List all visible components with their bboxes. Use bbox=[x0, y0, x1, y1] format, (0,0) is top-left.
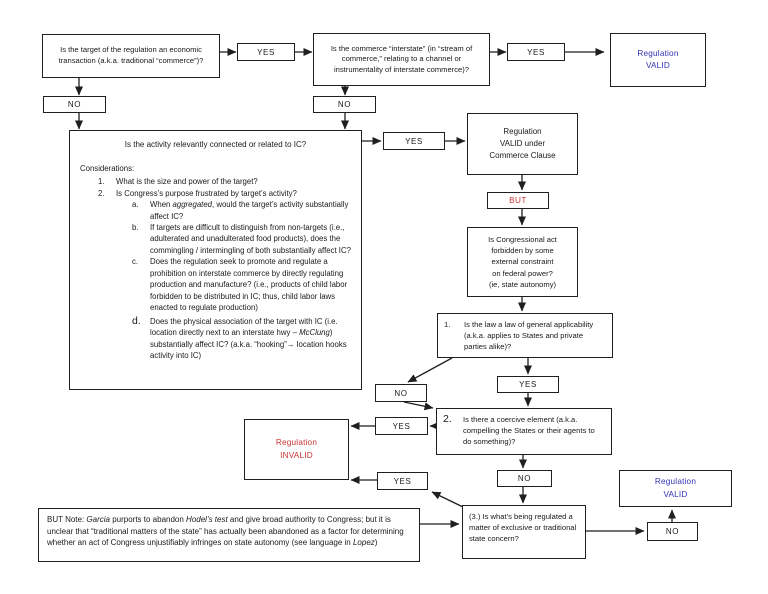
sub-c-marker: c. bbox=[132, 257, 139, 267]
regulation-valid-bottom-line2: VALID bbox=[663, 489, 688, 499]
regulation-valid-bottom-line1: Regulation bbox=[654, 477, 697, 487]
connector-no-general: NO bbox=[375, 384, 427, 402]
consideration-sub-a: a. When aggregated, would the target’s a… bbox=[80, 199, 351, 222]
yes-label: YES bbox=[392, 421, 411, 431]
connector-but: BUT bbox=[487, 192, 549, 209]
arrow-general-to-no bbox=[407, 357, 453, 383]
considerations-label: Considerations: bbox=[80, 163, 135, 173]
note-mid2: and give broad authority to Congress; bu… bbox=[47, 515, 404, 548]
congressional-line5: (ie, state autonomy) bbox=[488, 280, 557, 290]
sub-b-text: If targets are difficult to distinguish … bbox=[150, 223, 351, 255]
connector-yes-activity: YES bbox=[383, 132, 445, 150]
item1-marker: 1. bbox=[98, 177, 105, 187]
connector-no-state: NO bbox=[647, 522, 698, 541]
note-pre: BUT Note: bbox=[47, 515, 87, 524]
valid-cc-line1: Regulation bbox=[503, 127, 542, 136]
node-regulation-invalid: Regulation INVALID bbox=[244, 419, 349, 480]
congressional-line2: forbidden by some bbox=[491, 245, 554, 255]
sub-d-text: Does the physical association of the tar… bbox=[150, 316, 347, 360]
activity-question-title: Is the activity relevantly connected or … bbox=[124, 140, 307, 149]
arrow-no-to-coercive bbox=[403, 401, 434, 411]
connector-no-interstate: NO bbox=[313, 96, 376, 113]
node-coercive-question: 2. Is there a coercive element (a.k.a. c… bbox=[436, 408, 612, 455]
no-label: NO bbox=[665, 527, 680, 536]
note-garcia: Garcia bbox=[86, 515, 110, 524]
regulation-invalid-line2: INVALID bbox=[280, 450, 313, 460]
node-congressional-question: Is Congressional act forbidden by some e… bbox=[467, 227, 578, 297]
valid-cc-line2: VALID under bbox=[499, 139, 546, 148]
note-hodel: Hodel’s test bbox=[186, 515, 228, 524]
connector-no-coercive: NO bbox=[497, 470, 552, 487]
yes-label: YES bbox=[519, 380, 537, 389]
connector-yes-state: YES bbox=[377, 472, 428, 490]
sub-a-marker: a. bbox=[132, 200, 139, 210]
general-question-text: Is the law a law of general applicabilit… bbox=[464, 320, 594, 351]
item1-text: What is the size and power of the target… bbox=[116, 177, 258, 187]
valid-cc-line3: Commerce Clause bbox=[489, 151, 556, 160]
connector-yes-economic: YES bbox=[237, 43, 295, 61]
connector-yes-interstate: YES bbox=[507, 43, 565, 61]
consideration-sub-c: c. Does the regulation seek to promote a… bbox=[80, 256, 351, 313]
interstate-question-text: Is the commerce “interstate” (in “stream… bbox=[330, 43, 473, 74]
no-label: NO bbox=[337, 100, 352, 109]
congressional-line3: external constraint bbox=[491, 257, 554, 267]
node-regulation-valid-top: Regulation VALID bbox=[610, 33, 706, 87]
coercive-question-marker: 2. bbox=[443, 413, 452, 425]
item2-text: Is Congress’s purpose frustrated by targ… bbox=[116, 188, 297, 198]
connector-yes-general: YES bbox=[497, 376, 559, 393]
node-state-concern-question: (3.) Is what’s being regulated a matter … bbox=[462, 505, 586, 559]
regulation-valid-line1: Regulation bbox=[637, 48, 679, 58]
sub-c-text: Does the regulation seek to promote and … bbox=[150, 257, 348, 313]
node-interstate-question: Is the commerce “interstate” (in “stream… bbox=[313, 33, 490, 86]
no-label: NO bbox=[67, 100, 82, 109]
item2-marker: 2. bbox=[98, 188, 105, 198]
sub-a-text: When aggregated, would the target’s acti… bbox=[150, 200, 349, 221]
sub-d-marker: d. bbox=[132, 314, 141, 327]
node-general-applicability-question: 1. Is the law a law of general applicabi… bbox=[437, 313, 613, 358]
no-label: NO bbox=[394, 388, 408, 398]
consideration-item-1: 1. What is the size and power of the tar… bbox=[80, 176, 351, 187]
coercive-question-text: Is there a coercive element (a.k.a. comp… bbox=[463, 415, 595, 446]
consideration-item-2: 2. Is Congress’s purpose frustrated by t… bbox=[80, 188, 351, 199]
state-question-text: Is what’s being regulated a matter of ex… bbox=[469, 512, 577, 543]
node-activity-question: Is the activity relevantly connected or … bbox=[69, 130, 362, 390]
yes-label: YES bbox=[405, 136, 423, 146]
connector-yes-coercive: YES bbox=[375, 417, 428, 435]
sub-b-marker: b. bbox=[132, 223, 139, 233]
arrow-state-to-yes bbox=[431, 491, 464, 508]
state-question-marker: (3.) bbox=[469, 512, 481, 521]
but-label: BUT bbox=[509, 196, 527, 205]
node-regulation-valid-cc: Regulation VALID under Commerce Clause bbox=[467, 113, 578, 175]
node-garcia-note: BUT Note: Garcia purports to abandon Hod… bbox=[38, 508, 420, 562]
general-question-marker: 1. bbox=[444, 320, 451, 329]
yes-label: YES bbox=[257, 47, 275, 57]
note-lopez: Lopez bbox=[352, 538, 375, 548]
yes-label: YES bbox=[393, 476, 412, 486]
congressional-line1: Is Congressional act bbox=[488, 234, 557, 244]
connector-no-economic: NO bbox=[43, 96, 106, 113]
consideration-sub-b: b. If targets are difficult to distingui… bbox=[80, 222, 351, 256]
consideration-sub-d: d. Does the physical association of the … bbox=[80, 314, 351, 362]
no-label: NO bbox=[517, 474, 532, 483]
note-mid1: purports to abandon bbox=[109, 515, 187, 524]
note-post: ) bbox=[374, 538, 378, 548]
congressional-line4: on federal power? bbox=[492, 268, 553, 278]
regulation-invalid-line1: Regulation bbox=[275, 438, 318, 448]
yes-label: YES bbox=[527, 47, 545, 57]
node-regulation-valid-bottom: Regulation VALID bbox=[619, 470, 732, 507]
economic-question-text: Is the target of the regulation an econo… bbox=[58, 45, 204, 65]
regulation-valid-line2: VALID bbox=[645, 61, 671, 70]
node-economic-question: Is the target of the regulation an econo… bbox=[42, 34, 220, 78]
